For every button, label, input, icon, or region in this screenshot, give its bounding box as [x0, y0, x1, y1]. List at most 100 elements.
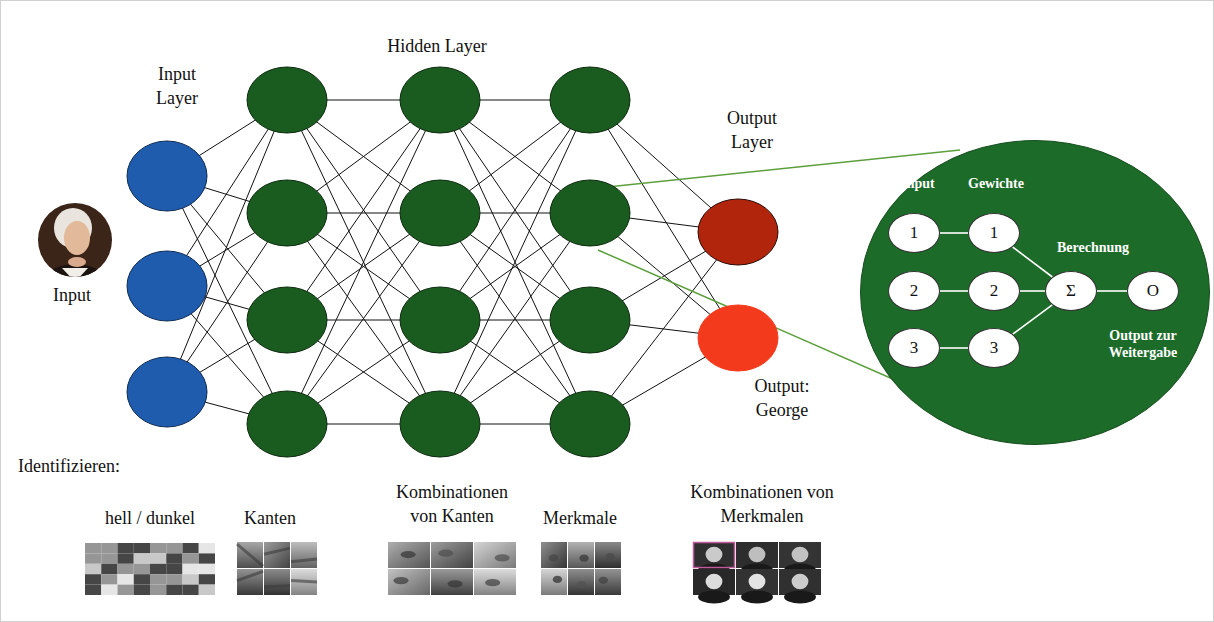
pixel-cell — [199, 574, 215, 584]
node-value: Σ — [1066, 281, 1076, 301]
network-connections — [167, 100, 738, 424]
connector-line — [940, 232, 968, 234]
pixel-cell — [166, 543, 182, 553]
hidden-neuron — [550, 67, 630, 133]
pixel-cell — [150, 543, 166, 553]
input-neuron — [127, 357, 207, 427]
pixel-cell — [101, 543, 117, 553]
portrait-face — [749, 547, 766, 563]
hidden-neuron — [550, 391, 630, 457]
feature-thumb — [264, 569, 290, 595]
pixel-cell — [118, 574, 134, 584]
edge-detail — [237, 544, 263, 566]
pixel-cell — [166, 564, 182, 574]
neuron-circle: 3 — [968, 328, 1020, 368]
pixel-cell — [150, 553, 166, 563]
pixel-cell — [150, 585, 166, 595]
feature-thumb — [541, 542, 567, 568]
feature-thumb — [431, 542, 473, 568]
feature-thumb — [388, 542, 430, 568]
feature-thumb — [431, 569, 473, 595]
node-value: 3 — [910, 338, 919, 358]
feature-thumbnails — [85, 542, 821, 604]
portrait-face — [749, 574, 766, 590]
feature-detail — [438, 550, 453, 557]
node-heading: Output zur Weitergabe — [1093, 327, 1193, 361]
network-connection — [440, 100, 590, 424]
edge-detail — [237, 571, 263, 580]
connector-line — [1013, 305, 1053, 334]
feature-detail — [485, 579, 500, 586]
pixel-cell — [85, 543, 101, 553]
neuron-circle: Σ — [1045, 271, 1097, 311]
node-value: 1 — [990, 223, 999, 243]
pixel-cell — [134, 543, 150, 553]
pixel-cell — [166, 553, 182, 563]
network-connection — [287, 100, 440, 424]
text-label: Identifizieren: — [18, 454, 188, 478]
text-label: Output Layer — [712, 106, 792, 154]
portrait-face — [64, 221, 90, 255]
node-heading: Input — [883, 175, 953, 192]
feature-thumb — [568, 542, 594, 568]
pixel-cell — [199, 564, 215, 574]
network-neurons — [127, 67, 778, 457]
pixel-cell — [85, 553, 101, 563]
connector-line — [1097, 290, 1127, 292]
feature-thumb — [568, 569, 594, 595]
text-label: Merkmale — [525, 506, 635, 530]
pixel-cell — [134, 585, 150, 595]
pixel-cell — [199, 585, 215, 595]
edge-detail — [264, 548, 290, 554]
feature-thumb — [595, 569, 621, 595]
hidden-neuron — [247, 287, 327, 353]
portrait-coat — [784, 591, 816, 604]
pixel-cell — [118, 553, 134, 563]
portrait-coat — [741, 591, 773, 604]
output-neuron — [698, 199, 778, 265]
edge-detail — [291, 580, 317, 581]
text-label: Kanten — [220, 506, 320, 530]
portrait-collar — [62, 268, 88, 282]
hidden-neuron — [400, 67, 480, 133]
pixel-cell — [183, 574, 199, 584]
pixel-cell — [199, 553, 215, 563]
pixel-cell — [134, 564, 150, 574]
zoom-line — [598, 250, 895, 380]
feature-thumb — [237, 542, 263, 568]
neuron-circle: 2 — [968, 271, 1020, 311]
feature-detail — [599, 577, 608, 584]
pixel-cell — [166, 574, 182, 584]
feature-thumb — [595, 542, 621, 568]
feature-thumb — [474, 542, 516, 568]
hidden-neuron — [400, 287, 480, 353]
pixel-cell — [101, 574, 117, 584]
node-value: 2 — [910, 281, 919, 301]
feature-thumb — [291, 569, 317, 595]
feature-detail — [579, 554, 588, 561]
node-heading: Berechnung — [1043, 239, 1143, 256]
hidden-neuron — [247, 391, 327, 457]
hidden-neuron — [550, 287, 630, 353]
portrait-face — [792, 547, 809, 563]
node-heading: Gewichte — [951, 175, 1041, 192]
portrait-face — [792, 574, 809, 590]
pixel-cell — [183, 543, 199, 553]
pixel-cell — [183, 585, 199, 595]
node-value: O — [1147, 281, 1159, 301]
pixel-cell — [118, 564, 134, 574]
feature-detail — [393, 577, 408, 584]
pixel-cell — [166, 585, 182, 595]
pixel-cell — [150, 564, 166, 574]
feature-thumb — [264, 542, 290, 568]
hidden-neuron — [247, 180, 327, 246]
hidden-neuron — [247, 67, 327, 133]
pixel-cell — [183, 564, 199, 574]
feature-detail — [401, 551, 416, 558]
portrait-chin — [68, 257, 86, 267]
connector-line — [1020, 290, 1045, 292]
pixel-cell — [101, 564, 117, 574]
feature-detail — [605, 553, 614, 560]
